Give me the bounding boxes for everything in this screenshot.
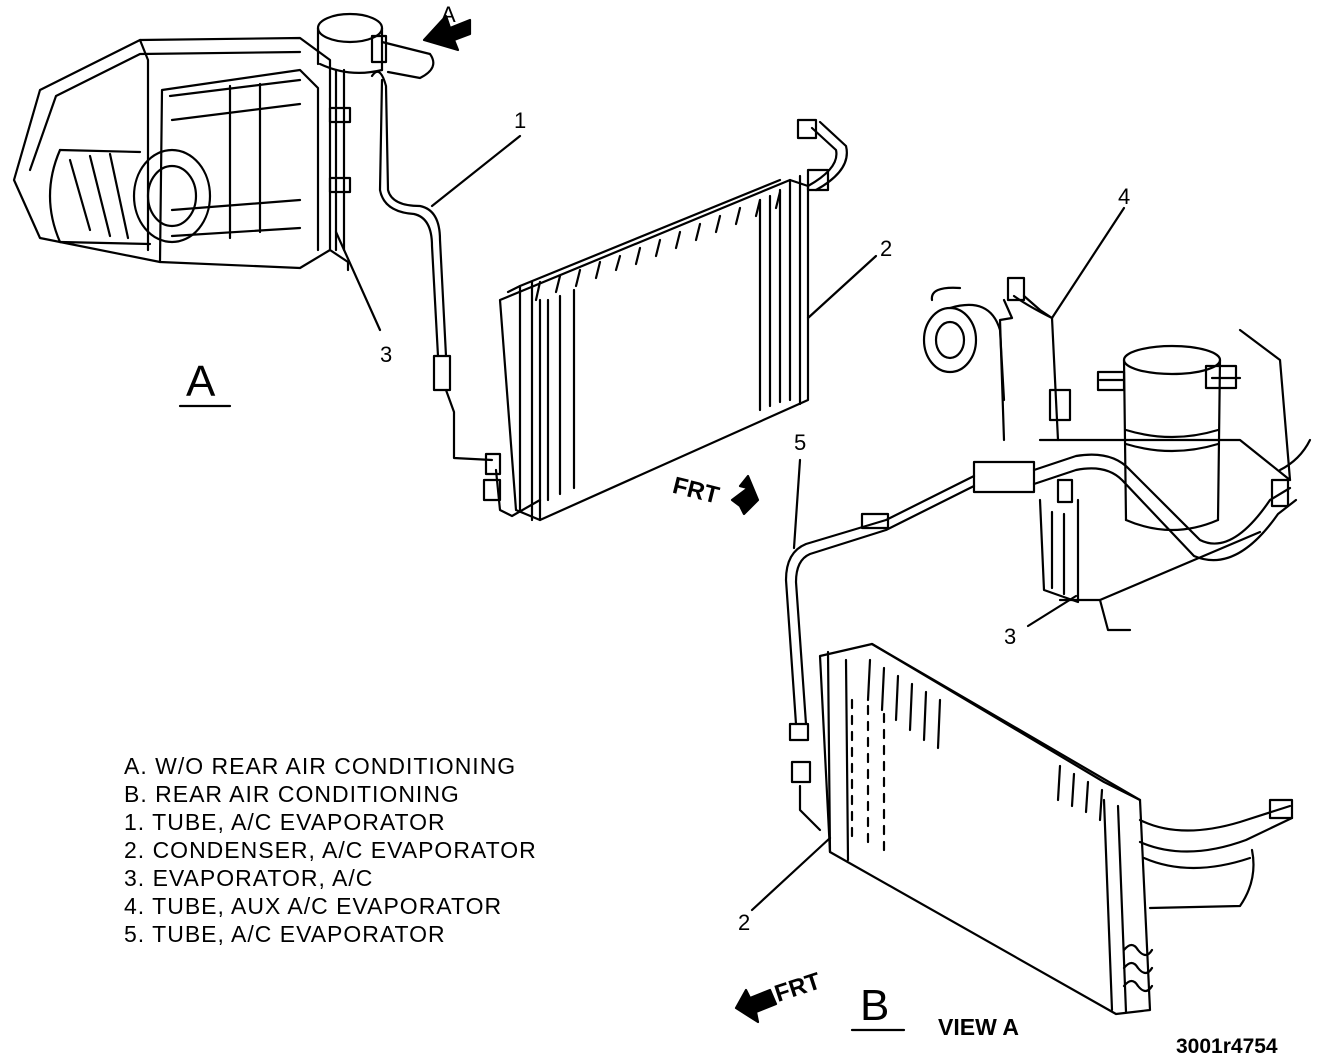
figure-code: 3001r4754 [1176, 1035, 1278, 1058]
callout-3-left: 3 [380, 342, 393, 367]
leader-2-bottom [750, 836, 832, 912]
callout-1: 1 [514, 108, 527, 133]
frt-arrow-top [730, 474, 760, 516]
leader-5 [792, 458, 802, 550]
callout-4: 4 [1118, 184, 1131, 209]
condenser-view-b [798, 642, 1294, 1016]
legend-item-b: B. REAR AIR CONDITIONING [124, 781, 460, 807]
callout-2-bottom: 2 [738, 910, 751, 935]
leader-3-right [1026, 594, 1078, 628]
callout-view-a-arrow: A [441, 2, 456, 27]
tube-ac-evaporator-5 [784, 474, 976, 784]
evaporator-module-view-a [12, 12, 435, 272]
callout-5: 5 [794, 430, 807, 455]
legend-item-1: 1. TUBE, A/C EVAPORATOR [124, 809, 446, 835]
leader-1 [430, 134, 522, 208]
view-a-caption: VIEW A [938, 1014, 1019, 1040]
legend-item-5: 5. TUBE, A/C EVAPORATOR [124, 921, 446, 947]
leader-3-left [334, 230, 382, 332]
view-label-b: B [860, 981, 890, 1030]
legend-item-2: 2. CONDENSER, A/C EVAPORATOR [124, 837, 537, 863]
condenser-view-a [482, 118, 848, 522]
tube-ac-evaporator-1 [370, 70, 502, 476]
view-label-a: A [186, 357, 216, 406]
legend: A. W/O REAR AIR CONDITIONING B. REAR AIR… [124, 752, 537, 948]
legend-item-4: 4. TUBE, AUX A/C EVAPORATOR [124, 893, 503, 919]
legend-item-a: A. W/O REAR AIR CONDITIONING [124, 753, 517, 779]
evaporator-assembly-view-b [922, 276, 1312, 632]
callout-2-top: 2 [880, 236, 893, 261]
leader-4 [1050, 206, 1126, 320]
callout-3-right: 3 [1004, 624, 1017, 649]
legend-item-3: 3. EVAPORATOR, A/C [124, 865, 374, 891]
frt-arrow-bottom [734, 988, 778, 1024]
leader-2-top [806, 254, 878, 320]
view-a-arrow [422, 14, 472, 52]
